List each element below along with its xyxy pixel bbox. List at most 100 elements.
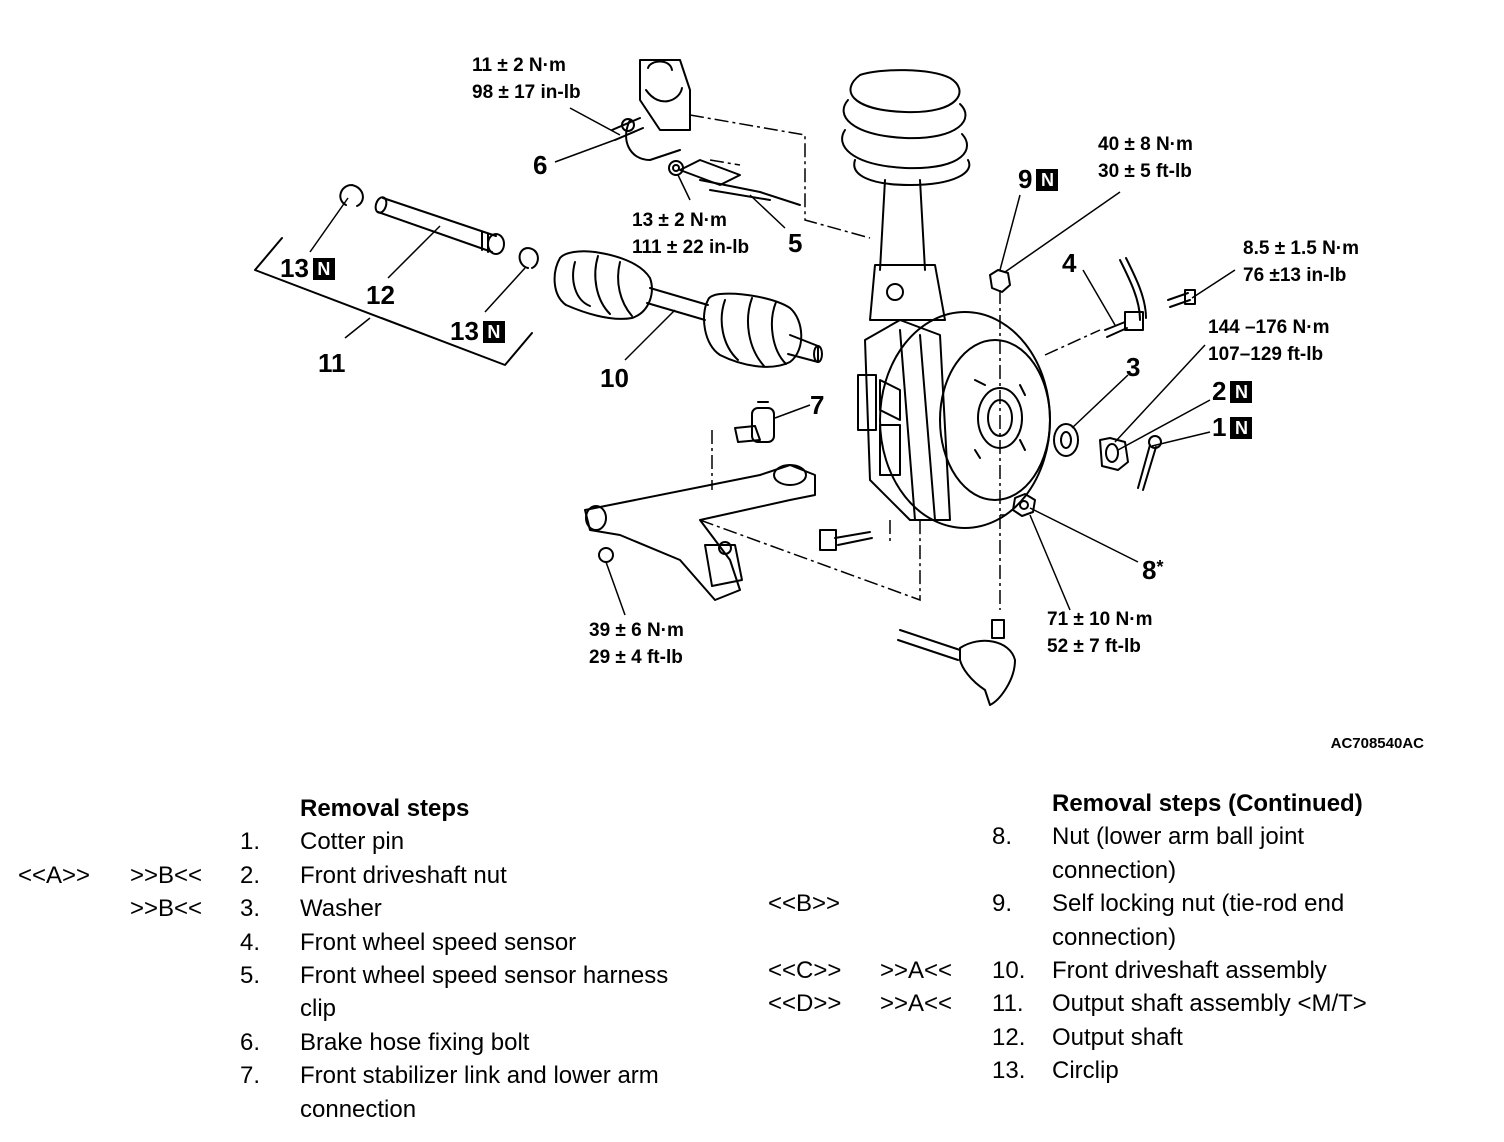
callout-number: 9 (1018, 164, 1033, 194)
step-text: Output shaft assembly <M/T> (1052, 990, 1367, 1018)
step-number: 8. (992, 823, 1013, 851)
callout-12: 12 (366, 280, 395, 310)
torque-metric: 71 ± 10 N·m (1047, 609, 1153, 630)
step-text: connection (300, 1095, 417, 1123)
step-number: 2. (240, 861, 261, 889)
step-text: connection) (1052, 856, 1177, 884)
step-number: 7. (240, 1062, 261, 1090)
driveshaft-nut-part (1099, 437, 1129, 471)
strut-spring-part (841, 69, 971, 321)
torque-metric: 40 ± 8 N·m (1098, 134, 1193, 155)
step-row: 12.Output shaft (760, 1021, 1504, 1054)
steps-title: Removal steps (Continued) (1052, 790, 1363, 817)
step-number: 5. (240, 961, 261, 989)
callout-11: 11 (318, 348, 346, 378)
step-row: connection) (760, 854, 1504, 887)
cotter-pin-part (1137, 435, 1162, 491)
callout-number: 2 (1212, 376, 1227, 406)
caliper-bolt-part (819, 529, 873, 551)
step-number: 13. (992, 1057, 1026, 1085)
torque-imperial: 30 ± 5 ft-lb (1098, 161, 1192, 182)
self-locking-nut-part (989, 269, 1011, 293)
harness-clip-part (668, 159, 801, 206)
torque-speed-sensor-bolt: 8.5 ± 1.5 N·m 76 ±13 in-lb (1243, 235, 1359, 289)
step-row: 5. Front wheel speed sensor harness (0, 959, 760, 992)
steps-title: Removal steps (300, 795, 470, 822)
torque-imperial: 111 ± 22 in-lb (632, 237, 750, 258)
step-mark-a: <<A>> (18, 861, 91, 889)
step-row: >>B<<3.Washer (0, 892, 760, 925)
step-mark-b: >>A<< (880, 956, 953, 984)
wheel-speed-sensor-part (1104, 257, 1147, 338)
step-text: Washer (300, 895, 382, 923)
torque-stabilizer-link: 39 ± 6 N·m 29 ± 4 ft-lb (589, 617, 684, 671)
callout-5: 5 (788, 228, 803, 258)
step-row: 7. Front stabilizer link and lower arm (0, 1059, 760, 1092)
torque-imperial: 52 ± 7 ft-lb (1047, 636, 1141, 657)
callout-3: 3 (1126, 352, 1141, 382)
torque-brake-hose-bolt: 11 ± 2 N·m 98 ± 17 in-lb (472, 52, 581, 106)
output-shaft-part (374, 196, 505, 255)
step-number: 3. (240, 895, 261, 923)
step-text: connection) (1052, 923, 1177, 951)
step-text: Self locking nut (tie-rod end (1052, 890, 1345, 918)
torque-metric: 39 ± 6 N·m (589, 620, 684, 641)
step-mark-a: <<D>> (768, 990, 842, 1018)
lower-arm-nut-part (1012, 493, 1036, 517)
step-number: 1. (240, 828, 261, 856)
callout-6: 6 (533, 150, 548, 180)
torque-metric: 13 ± 2 N·m (632, 210, 727, 231)
step-row: 1.Cotter pin (0, 825, 760, 858)
sensor-bolt-part (1167, 289, 1196, 308)
brake-disc-part (879, 311, 1051, 529)
step-row: connection (0, 1093, 760, 1126)
step-number: 6. (240, 1028, 261, 1056)
step-text: Front wheel speed sensor harness (300, 961, 669, 989)
torque-metric: 8.5 ± 1.5 N·m (1243, 238, 1360, 259)
step-number: 11. (992, 990, 1024, 1018)
step-text: clip (300, 995, 337, 1023)
step-row: <<A>> >>B<< 2. Front driveshaft nut (0, 859, 760, 892)
step-mark-a: <<C>> (768, 956, 842, 984)
stabilizer-link-part (734, 401, 775, 443)
step-mark-a: <<B>> (768, 890, 841, 918)
step-row: 13.Circlip (760, 1054, 1504, 1087)
output-shaft-assembly-bracket (254, 237, 533, 366)
step-text: Front stabilizer link and lower arm (300, 1062, 659, 1090)
step-text: Front driveshaft assembly (1052, 956, 1327, 984)
callout-number: 1 (1212, 412, 1227, 442)
step-mark-b: >>A<< (880, 990, 953, 1018)
torque-harness-clip: 13 ± 2 N·m 111 ± 22 in-lb (632, 207, 749, 261)
torque-metric: 144 –176 N·m (1208, 317, 1330, 338)
removal-steps-left: Removal steps 1.Cotter pin <<A>> >>B<< 2. Fr… (0, 792, 760, 1126)
callout-8: 8* (1142, 554, 1163, 583)
step-text: Front driveshaft nut (300, 861, 507, 889)
callout-7: 7 (810, 390, 825, 420)
exploded-diagram (254, 59, 1236, 706)
step-row: <<C>> >>A<< 10. Front driveshaft assembly (760, 954, 1504, 987)
step-text: Brake hose fixing bolt (300, 1028, 530, 1056)
torque-lower-arm-nut: 71 ± 10 N·m 52 ± 7 ft-lb (1047, 606, 1152, 660)
step-row: 4.Front wheel speed sensor (0, 926, 760, 959)
callout-10: 10 (600, 363, 629, 393)
step-number: 10. (992, 956, 1026, 984)
step-mark-b: >>B<< (130, 861, 203, 889)
step-number: 4. (240, 928, 261, 956)
callout-number: 13 (450, 316, 479, 346)
n-marker: N (482, 321, 505, 343)
step-row: clip (0, 992, 760, 1025)
front-driveshaft-part (553, 250, 823, 368)
torque-imperial: 107–129 ft-lb (1208, 344, 1324, 365)
step-number: 9. (992, 890, 1013, 918)
step-row: <<B>> 9. Self locking nut (tie-rod end (760, 887, 1504, 920)
torque-metric: 11 ± 2 N·m (472, 55, 566, 76)
brake-caliper-part (857, 319, 951, 521)
torque-imperial: 98 ± 17 in-lb (472, 82, 581, 103)
n-marker: N (1230, 381, 1253, 403)
n-marker: N (1036, 169, 1059, 191)
